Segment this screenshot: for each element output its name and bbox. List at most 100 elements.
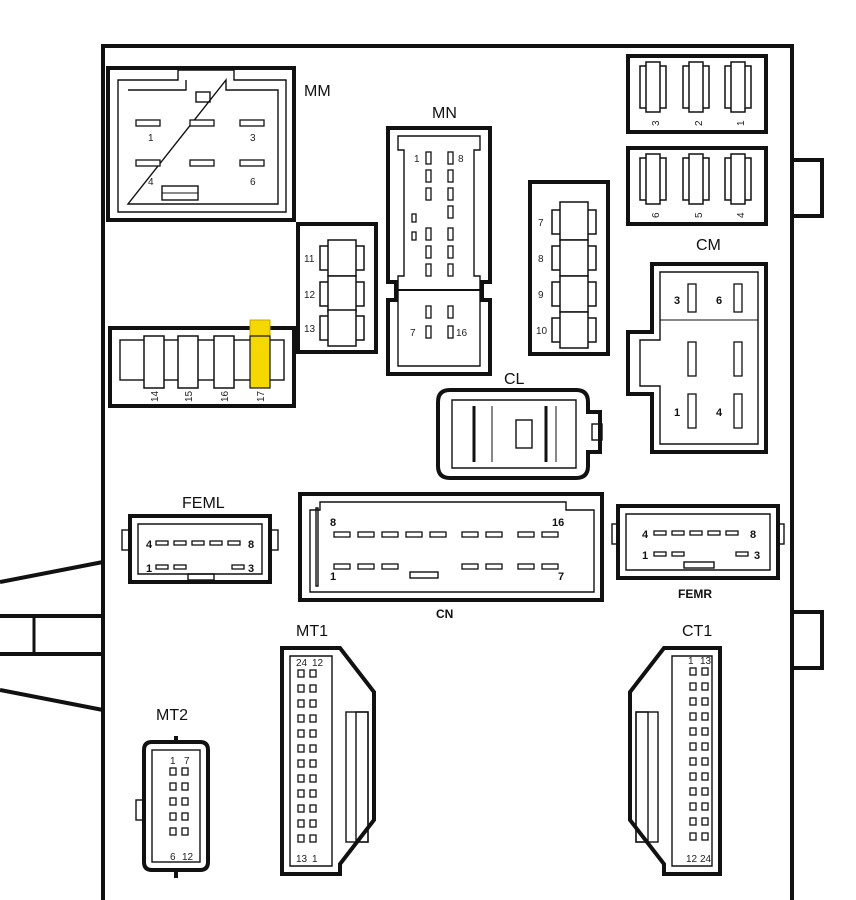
svg-text:13: 13: [700, 656, 712, 667]
connector-feml-pins: [155, 540, 245, 570]
connector-mt1-pins: [297, 669, 317, 843]
pin-cavity: [701, 772, 709, 781]
pin-cavity: [689, 787, 697, 796]
svg-text:8: 8: [330, 517, 336, 529]
connector-femr[interactable]: FEMR 4 8 1 3: [611, 504, 785, 601]
fuse-block-second: [626, 146, 768, 226]
svg-text:3: 3: [754, 550, 760, 562]
svg-text:1: 1: [170, 756, 176, 767]
connector-ct1[interactable]: CT1 1 13 12 24: [628, 623, 722, 876]
pin-cavity: [309, 684, 317, 693]
pin-cavity: [689, 802, 697, 811]
pin-cavity: [309, 804, 317, 813]
pin-cavity: [701, 667, 709, 676]
relay-13[interactable]: 13: [304, 309, 365, 347]
connector-ct1-pins: [689, 667, 709, 841]
pin-cavity: [297, 759, 305, 768]
connector-cm[interactable]: CM 3 6 1 4: [626, 237, 768, 454]
svg-text:1: 1: [736, 120, 747, 126]
relay-11[interactable]: 11: [304, 239, 365, 277]
svg-text:7: 7: [410, 328, 416, 339]
svg-text:16: 16: [552, 517, 564, 529]
connector-mt2-pins: [169, 767, 189, 836]
pin-cavity: [689, 772, 697, 781]
svg-text:13: 13: [296, 854, 308, 865]
pin-cavity: [701, 682, 709, 691]
pin-cavity: [169, 827, 177, 836]
pin-cavity: [297, 669, 305, 678]
svg-text:8: 8: [750, 529, 756, 541]
svg-text:8: 8: [248, 539, 254, 551]
relay-7[interactable]: 7: [538, 201, 597, 241]
pin-cavity: [689, 697, 697, 706]
mounting-tab-right-lower: [790, 610, 824, 670]
fuse-14[interactable]: 14: [143, 335, 165, 402]
svg-text:1: 1: [674, 407, 680, 419]
fuse-17-highlighted[interactable]: 17: [249, 319, 271, 402]
fuse-box-housing: [0, 44, 824, 900]
fuse-4[interactable]: 4: [724, 153, 752, 218]
pin-cavity: [297, 744, 305, 753]
fuse-5[interactable]: 5: [682, 153, 710, 218]
pin-cavity: [181, 782, 189, 791]
fuse-15[interactable]: 15: [177, 335, 199, 402]
svg-text:24: 24: [700, 854, 712, 865]
svg-text:24: 24: [296, 658, 308, 669]
pin-cavity: [181, 812, 189, 821]
connector-cn-label: CN: [436, 607, 453, 621]
pin-cavity: [689, 727, 697, 736]
pin-cavity: [309, 819, 317, 828]
fuse-1[interactable]: 1: [724, 61, 752, 126]
svg-text:8: 8: [458, 154, 464, 165]
svg-text:15: 15: [184, 390, 195, 402]
relay-10[interactable]: 10: [536, 311, 597, 349]
connector-cn[interactable]: CN 8 16 1 7: [298, 492, 604, 621]
pin-cavity: [297, 699, 305, 708]
svg-text:1: 1: [148, 133, 154, 144]
fuse-2[interactable]: 2: [682, 61, 710, 126]
svg-text:12: 12: [686, 854, 698, 865]
pin-cavity: [701, 757, 709, 766]
pin-cavity: [169, 797, 177, 806]
connector-mt2[interactable]: MT2 1 7 6 12: [135, 707, 210, 878]
relay-8[interactable]: 8: [538, 239, 597, 277]
fuse-3[interactable]: 3: [639, 61, 667, 126]
svg-text:3: 3: [250, 133, 256, 144]
svg-text:17: 17: [256, 390, 267, 402]
connector-feml[interactable]: FEML 4 8 1 3: [121, 495, 279, 584]
svg-text:14: 14: [150, 390, 161, 402]
pin-cavity: [701, 817, 709, 826]
relay-9[interactable]: 9: [538, 275, 597, 313]
pin-cavity: [689, 667, 697, 676]
connector-femr-pins: [653, 530, 749, 569]
relay-12[interactable]: 12: [304, 275, 365, 313]
connector-cn-pins: [333, 531, 559, 579]
connector-mt1[interactable]: MT1 24 12 13 1: [280, 623, 376, 876]
connector-cm-label: CM: [696, 237, 721, 254]
connector-mm[interactable]: MM 1 3 4 6: [106, 66, 331, 222]
fuse-16[interactable]: 16: [213, 335, 235, 402]
pin-cavity: [689, 832, 697, 841]
svg-text:6: 6: [170, 852, 176, 863]
svg-text:1: 1: [330, 571, 336, 583]
svg-text:3: 3: [674, 295, 680, 307]
pin-cavity: [309, 714, 317, 723]
svg-text:1: 1: [642, 550, 648, 562]
fuse-6[interactable]: 6: [639, 153, 667, 218]
pin-cavity: [701, 802, 709, 811]
svg-text:16: 16: [456, 328, 468, 339]
pin-cavity: [701, 727, 709, 736]
svg-text:16: 16: [220, 390, 231, 402]
pin-cavity: [689, 757, 697, 766]
connector-cl[interactable]: CL: [436, 371, 603, 480]
svg-text:1: 1: [146, 563, 152, 575]
connector-mn[interactable]: MN 1 8 7 16: [386, 105, 492, 376]
pin-cavity: [701, 832, 709, 841]
connector-mn-pins: [411, 151, 454, 339]
pin-cavity: [309, 834, 317, 843]
fuses-top-group: 3 2 1 6 5 4: [639, 61, 752, 218]
fuse-block-left: 14 15 16 17: [108, 319, 296, 408]
pin-cavity: [297, 819, 305, 828]
relay-block-left: 11 12 13: [296, 222, 378, 354]
